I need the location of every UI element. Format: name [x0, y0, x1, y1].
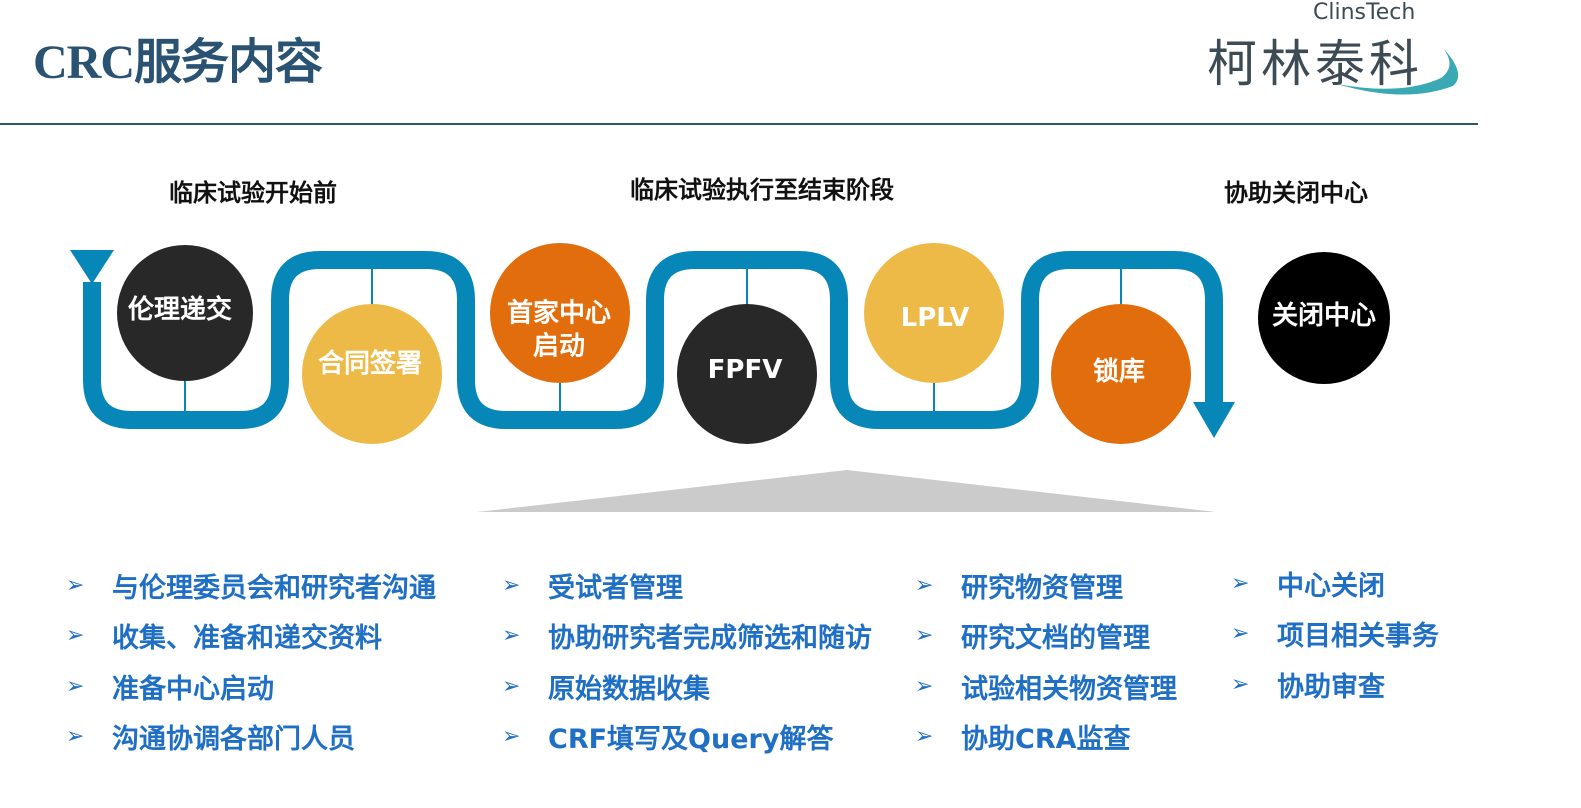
- step-label-contract-signing: 合同签署: [318, 348, 422, 381]
- bullet-text: 研究物资管理: [961, 566, 1123, 605]
- bullet-text: 受试者管理: [548, 566, 683, 605]
- bullet-text: 与伦理委员会和研究者沟通: [112, 566, 436, 605]
- arrowhead-bullet-icon: ➢: [66, 674, 112, 699]
- arrowhead-bullet-icon: ➢: [66, 623, 112, 648]
- bullet-item: ➢项目相关事务: [1231, 609, 1439, 660]
- arrowhead-bullet-icon: ➢: [915, 623, 961, 648]
- bullet-text: 协助CRA监查: [961, 717, 1131, 756]
- bullet-item: ➢研究文档的管理: [915, 611, 1177, 662]
- bullet-item: ➢试验相关物资管理: [915, 661, 1177, 712]
- bullet-text: CRF填写及Query解答: [548, 717, 833, 756]
- step-label-ethics-submission: 伦理递交: [128, 294, 232, 327]
- bullet-text: 协助研究者完成筛选和随访: [548, 616, 872, 655]
- arrowhead-bullet-icon: ➢: [1231, 672, 1277, 697]
- arrowhead-bullet-icon: ➢: [502, 573, 548, 598]
- bullet-text: 中心关闭: [1277, 564, 1385, 603]
- bullet-item: ➢收集、准备和递交资料: [66, 611, 436, 662]
- bullet-item: ➢协助研究者完成筛选和随访: [502, 611, 872, 662]
- bullet-list-materials: ➢研究物资管理➢研究文档的管理➢试验相关物资管理➢协助CRA监查: [915, 560, 1177, 762]
- bullet-item: ➢研究物资管理: [915, 560, 1177, 611]
- bullet-text: 收集、准备和递交资料: [112, 616, 382, 655]
- arrowhead-bullet-icon: ➢: [502, 623, 548, 648]
- step-label-line1: 首家中心: [507, 298, 611, 331]
- bullet-item: ➢准备中心启动: [66, 661, 436, 712]
- arrowhead-bullet-icon: ➢: [1231, 571, 1277, 596]
- bullet-text: 项目相关事务: [1277, 614, 1439, 653]
- step-label-site-close: 关闭中心: [1272, 300, 1376, 333]
- bullet-item: ➢与伦理委员会和研究者沟通: [66, 560, 436, 611]
- bullet-item: ➢原始数据收集: [502, 661, 872, 712]
- bullet-text: 协助审查: [1277, 665, 1385, 704]
- end-arrow-icon: [1193, 402, 1235, 438]
- step-label-database-lock: 锁库: [1093, 356, 1145, 389]
- arrowhead-bullet-icon: ➢: [502, 674, 548, 699]
- bullet-text: 试验相关物资管理: [961, 667, 1177, 706]
- bullet-list-close: ➢中心关闭➢项目相关事务➢协助审查: [1231, 558, 1439, 710]
- step-label-fpfv: FPFV: [708, 354, 783, 387]
- bullet-list-execution: ➢受试者管理➢协助研究者完成筛选和随访➢原始数据收集➢CRF填写及Query解答: [502, 560, 872, 762]
- step-label-line2: 启动: [507, 330, 611, 363]
- pipe-path: [92, 260, 1214, 420]
- bullet-item: ➢CRF填写及Query解答: [502, 712, 872, 763]
- bullet-text: 研究文档的管理: [961, 616, 1150, 655]
- pipe-segment: [92, 260, 1214, 420]
- start-triangle-icon: [70, 250, 114, 284]
- bullet-item: ➢协助审查: [1231, 659, 1439, 710]
- arrowhead-bullet-icon: ➢: [502, 724, 548, 749]
- bullet-text: 原始数据收集: [548, 667, 710, 706]
- arrowhead-bullet-icon: ➢: [915, 674, 961, 699]
- detail-triangle: [477, 470, 1216, 512]
- arrowhead-bullet-icon: ➢: [915, 724, 961, 749]
- bullet-item: ➢沟通协调各部门人员: [66, 712, 436, 763]
- arrowhead-bullet-icon: ➢: [1231, 621, 1277, 646]
- bullet-list-before: ➢与伦理委员会和研究者沟通➢收集、准备和递交资料➢准备中心启动➢沟通协调各部门人…: [66, 560, 436, 762]
- bullet-item: ➢受试者管理: [502, 560, 872, 611]
- arrowhead-bullet-icon: ➢: [915, 573, 961, 598]
- arrowhead-bullet-icon: ➢: [66, 573, 112, 598]
- bullet-item: ➢中心关闭: [1231, 558, 1439, 609]
- step-label-first-site-initiation: 首家中心启动: [507, 298, 611, 363]
- bullet-text: 准备中心启动: [112, 667, 274, 706]
- arrowhead-bullet-icon: ➢: [66, 724, 112, 749]
- bullet-text: 沟通协调各部门人员: [112, 717, 355, 756]
- step-label-lplv: LPLV: [901, 302, 970, 335]
- bullet-item: ➢协助CRA监查: [915, 712, 1177, 763]
